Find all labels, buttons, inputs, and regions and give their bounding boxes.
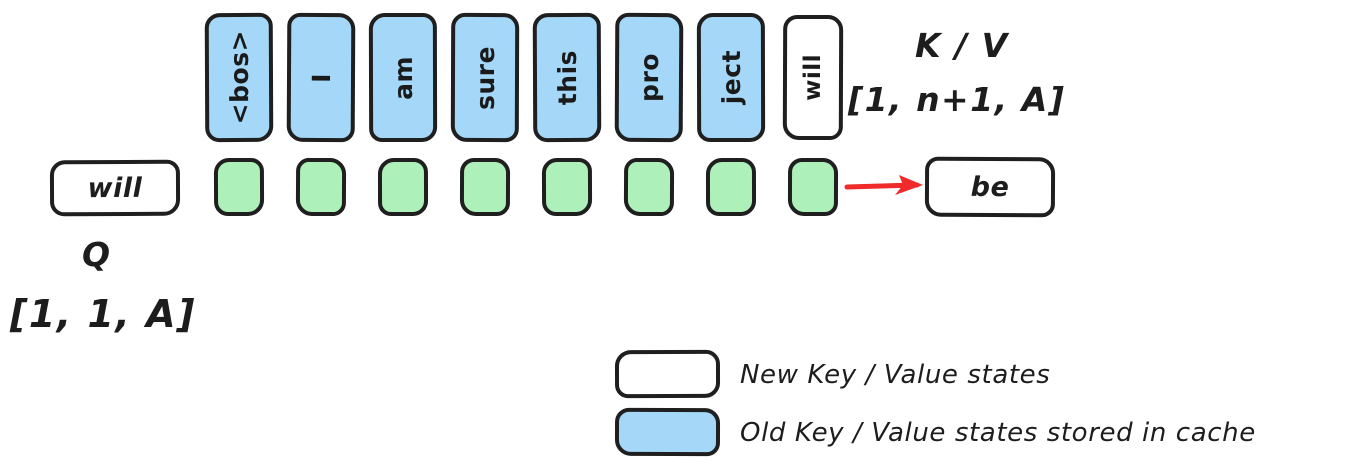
attention-cell-0[interactable] — [213, 157, 265, 217]
kv-token-label-3: sure — [470, 45, 500, 110]
attention-cell-4[interactable] — [541, 157, 593, 217]
query-token-label: will — [87, 172, 143, 204]
query-annotation-name: Q — [82, 235, 112, 274]
kv-token-label-5: pro — [634, 52, 664, 103]
output-token-box[interactable]: be — [924, 156, 1056, 218]
query-annotation-shape: [1, 1, A] — [10, 292, 196, 336]
query-token-box[interactable]: will — [49, 159, 181, 217]
attention-cell-5[interactable] — [623, 157, 675, 217]
kv-token-box-2[interactable]: am — [368, 12, 438, 143]
kv-annotation-shape: [1, n+1, A] — [848, 80, 1066, 119]
output-token-label: be — [970, 171, 1010, 203]
output-arrow-icon — [844, 175, 923, 195]
legend-swatch-new — [614, 349, 721, 399]
legend-label-new: New Key / Value states — [740, 360, 1051, 390]
kv-token-label-6: ject — [716, 50, 746, 105]
attention-cell-6[interactable] — [705, 157, 757, 217]
kv-token-box-0[interactable]: <bos> — [204, 12, 274, 143]
attention-cell-3[interactable] — [459, 157, 511, 217]
kv-token-label-1: I — [306, 72, 336, 83]
kv-token-box-6[interactable]: ject — [696, 12, 766, 143]
kv-token-box-1[interactable]: I — [286, 12, 356, 143]
kv-token-label-0: <bos> — [224, 30, 254, 125]
attention-cell-2[interactable] — [377, 157, 429, 217]
legend-swatch-old — [614, 407, 721, 457]
kv-annotation-name: K / V — [915, 26, 1009, 65]
attention-cell-7[interactable] — [787, 157, 839, 217]
kv-token-box-5[interactable]: pro — [614, 12, 684, 143]
kv-token-label-4: this — [552, 49, 582, 106]
legend-label-old: Old Key / Value states stored in cache — [740, 418, 1256, 448]
attention-cell-1[interactable] — [295, 157, 347, 217]
kv-token-box-7[interactable]: will — [782, 14, 844, 141]
kv-token-box-4[interactable]: this — [532, 12, 602, 143]
kv-token-box-3[interactable]: sure — [450, 12, 520, 143]
kv-token-label-2: am — [388, 55, 418, 100]
kv-token-label-7: will — [799, 54, 827, 101]
